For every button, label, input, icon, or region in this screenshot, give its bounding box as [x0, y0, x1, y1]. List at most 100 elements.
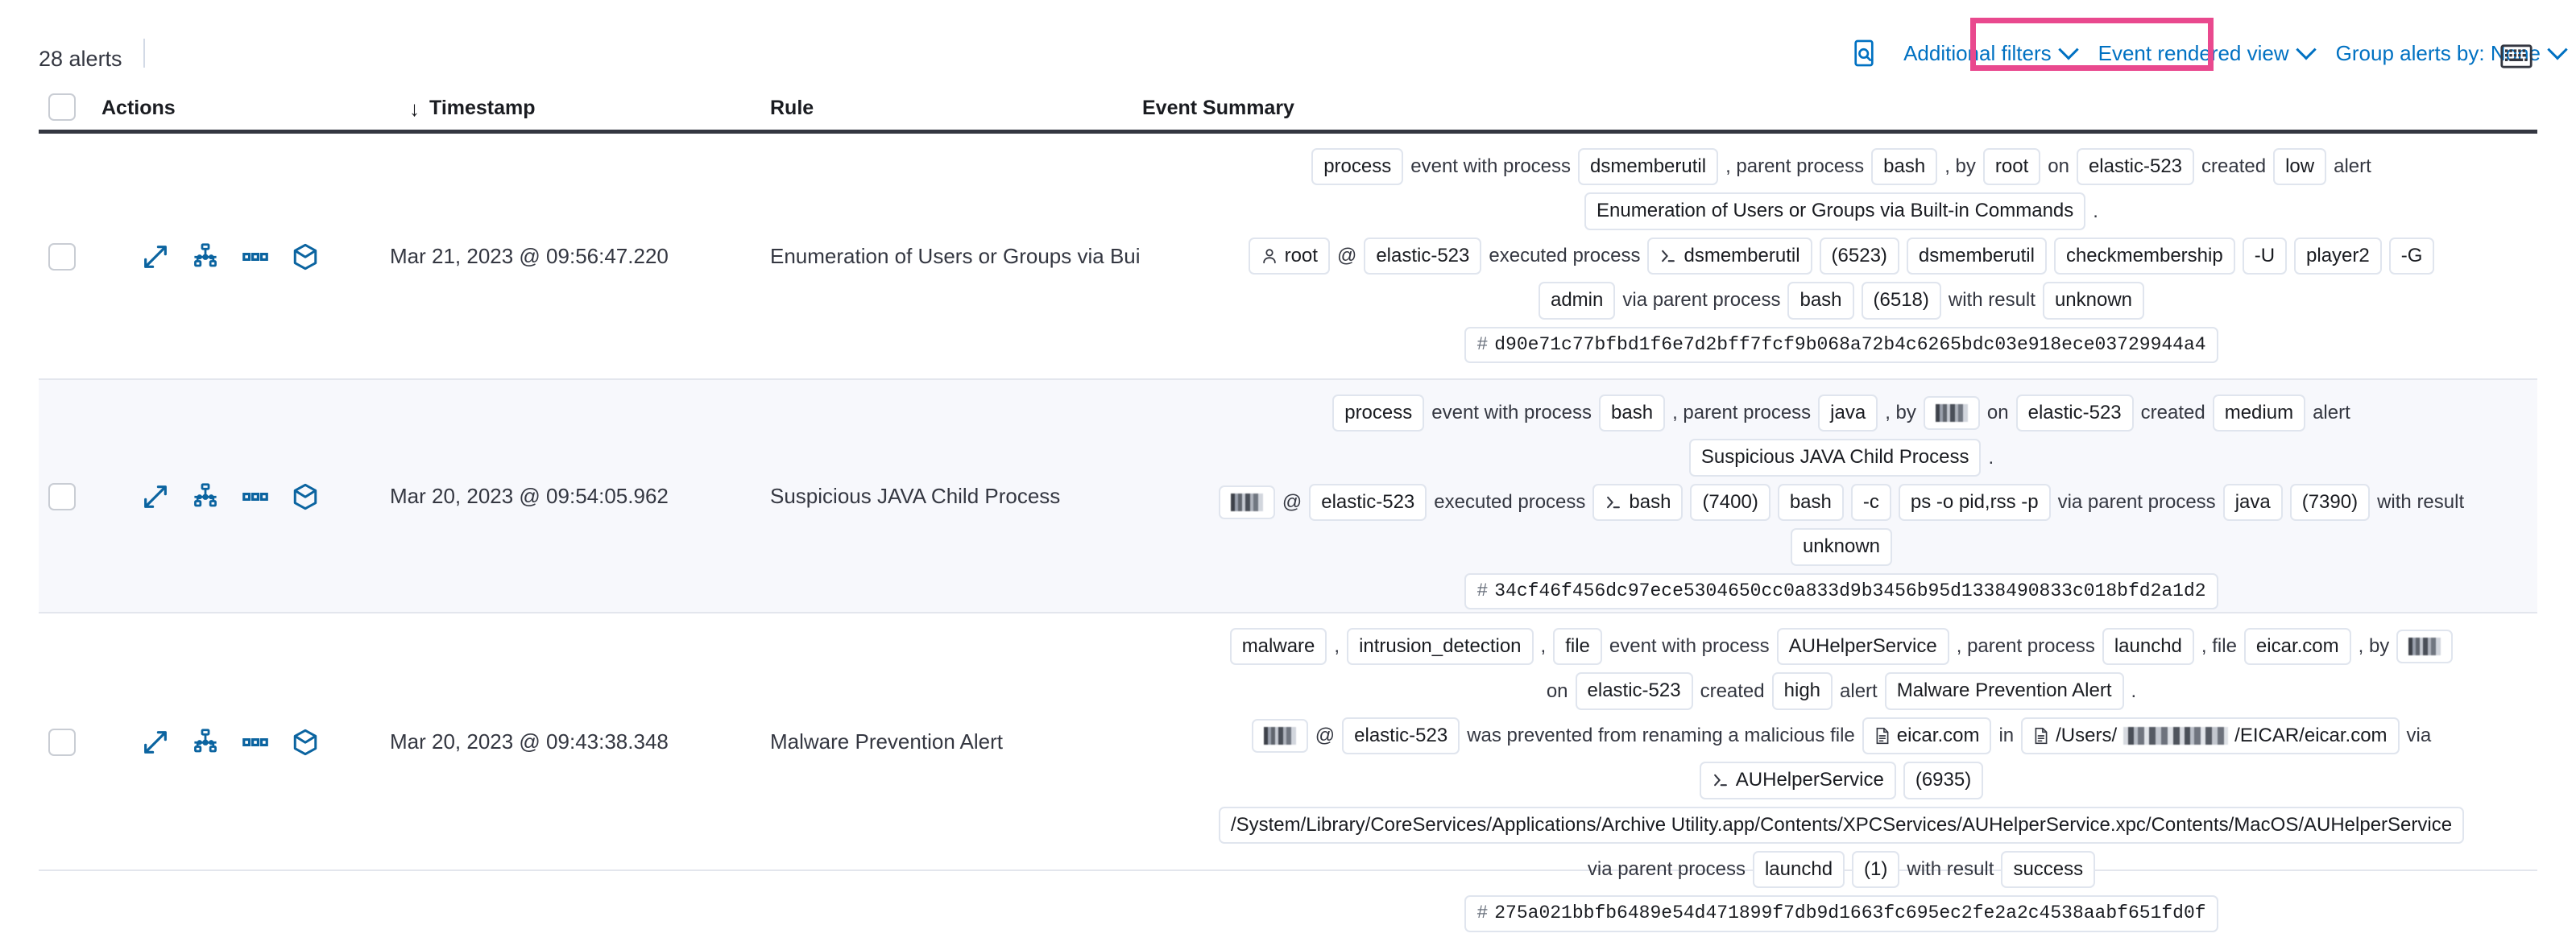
field-value-chip[interactable]: bash	[1787, 282, 1854, 320]
field-value-chip[interactable]: elastic-523	[1342, 717, 1460, 755]
field-value-chip[interactable]: /System/Library/CoreServices/Application…	[1218, 806, 2465, 844]
field-value-chip[interactable]: launchd	[2102, 628, 2194, 666]
summary-text: executed process	[1489, 244, 1641, 266]
field-value-chip[interactable]: admin	[1538, 282, 1616, 320]
session-view-icon[interactable]	[292, 243, 319, 271]
field-value-chip[interactable]: bash	[1599, 394, 1666, 432]
field-value-chip[interactable]: dsmemberutil	[1906, 237, 2047, 275]
field-value-chip[interactable]: bash	[1777, 483, 1844, 522]
expand-alert-details-icon[interactable]	[142, 243, 169, 271]
field-value-chip[interactable]: /Users//EICAR/eicar.com	[2021, 717, 2400, 755]
more-actions-icon[interactable]	[242, 243, 269, 271]
analyze-event-icon[interactable]	[192, 243, 219, 271]
row-rule-name[interactable]: Enumeration of Users or Groups via Bui	[770, 244, 1141, 268]
field-value-chip[interactable]: bash	[1592, 483, 1684, 522]
field-value-chip[interactable]: dsmemberutil	[1578, 148, 1719, 186]
field-value-chip[interactable]: player2	[2294, 237, 2382, 275]
chip-label: elastic-523	[1587, 679, 1681, 702]
additional-filters-button[interactable]: Additional filters	[1892, 36, 2087, 70]
hash-chip[interactable]: #275a021bbfb6489e54d471899f7db9d1663fc69…	[1464, 895, 2218, 932]
more-actions-icon[interactable]	[242, 483, 269, 510]
column-header-rule[interactable]: Rule	[770, 97, 814, 119]
event-rendered-view-button[interactable]: Event rendered view	[2087, 36, 2325, 70]
column-header-actions[interactable]: Actions	[101, 97, 176, 119]
chip-label: success	[2013, 857, 2084, 880]
analyze-event-icon[interactable]	[192, 483, 219, 510]
field-value-chip[interactable]: low	[2273, 148, 2327, 186]
field-value-chip[interactable]: java	[2222, 483, 2283, 522]
field-value-chip[interactable]: eicar.com	[2243, 628, 2351, 666]
field-value-chip[interactable]: elastic-523	[1364, 237, 1482, 275]
field-value-chip[interactable]	[1218, 485, 1275, 519]
field-value-chip[interactable]: dsmemberutil	[1647, 237, 1812, 275]
analyze-event-icon[interactable]	[192, 729, 219, 756]
field-value-chip[interactable]: launchd	[1752, 850, 1845, 889]
row-select-checkbox[interactable]	[48, 729, 76, 756]
select-all-checkbox[interactable]	[48, 93, 76, 121]
chevron-down-icon	[2295, 39, 2317, 60]
field-value-chip[interactable]: Malware Prevention Alert	[1884, 672, 2124, 710]
row-rule-name[interactable]: Malware Prevention Alert	[770, 729, 1004, 754]
row-actions	[142, 483, 319, 510]
field-value-chip[interactable]: malware	[1229, 628, 1327, 666]
field-value-chip[interactable]: process	[1332, 394, 1425, 432]
field-value-chip[interactable]: root	[1248, 237, 1330, 275]
field-value-chip[interactable]: elastic-523	[2076, 148, 2195, 186]
field-value-chip[interactable]: root	[1982, 148, 2041, 186]
field-value-chip[interactable]: elastic-523	[1575, 672, 1693, 710]
group-alerts-by-button[interactable]: Group alerts by: None	[2325, 36, 2576, 70]
chip-label: (7390)	[2301, 490, 2359, 513]
expand-alert-details-icon[interactable]	[142, 483, 169, 510]
hash-chip[interactable]: #34cf46f456dc97ece5304650cc0a833d9b3456b…	[1464, 572, 2218, 609]
field-value-chip[interactable]	[1923, 396, 1980, 431]
field-value-chip[interactable]	[1251, 718, 1308, 753]
field-value-chip[interactable]: elastic-523	[2015, 394, 2134, 432]
field-value-chip[interactable]: Enumeration of Users or Groups via Built…	[1584, 192, 2086, 230]
field-value-chip[interactable]: file	[1553, 628, 1602, 666]
row-select-checkbox[interactable]	[48, 483, 76, 510]
expand-alert-details-icon[interactable]	[142, 729, 169, 756]
field-value-chip[interactable]: success	[2001, 850, 2096, 889]
redacted-value	[1263, 726, 1296, 745]
field-value-chip[interactable]: (6518)	[1861, 282, 1941, 320]
field-value-chip[interactable]: eicar.com	[1862, 717, 1992, 755]
field-value-chip[interactable]: Suspicious JAVA Child Process	[1688, 439, 1982, 477]
field-value-chip[interactable]: (6935)	[1903, 762, 1984, 799]
field-value-chip[interactable]: checkmembership	[2053, 237, 2235, 275]
field-value-chip[interactable]: -G	[2388, 237, 2435, 275]
row-select-checkbox[interactable]	[48, 243, 76, 271]
row-rule-name[interactable]: Suspicious JAVA Child Process	[770, 484, 1061, 508]
field-value-chip[interactable]: ps -o pid,rss -p	[1898, 483, 2051, 522]
column-header-event-summary[interactable]: Event Summary	[1142, 97, 1294, 119]
field-value-chip[interactable]: (6523)	[1819, 237, 1899, 275]
session-view-icon[interactable]	[292, 729, 319, 756]
field-value-chip[interactable]: unknown	[2042, 282, 2145, 320]
field-value-chip[interactable]	[2396, 630, 2454, 664]
field-value-chip[interactable]: high	[1771, 672, 1833, 710]
field-value-chip[interactable]: elastic-523	[1309, 483, 1427, 522]
field-value-chip[interactable]: (7390)	[2289, 483, 2371, 522]
hash-chip[interactable]: #d90e71c77bfbd1f6e7d2bff7fcf9b068a72b4c6…	[1464, 326, 2218, 363]
field-value-chip[interactable]: (7400)	[1690, 483, 1770, 522]
field-value-chip[interactable]: java	[1818, 394, 1878, 432]
session-view-icon[interactable]	[292, 483, 319, 510]
field-value-chip[interactable]: -c	[1850, 483, 1891, 522]
document-search-icon[interactable]	[1847, 36, 1881, 70]
more-actions-icon[interactable]	[242, 729, 269, 756]
field-value-chip[interactable]: intrusion_detection	[1347, 628, 1534, 666]
field-value-chip[interactable]: -U	[2242, 237, 2288, 275]
field-value-chip[interactable]: bash	[1871, 148, 1938, 186]
field-value-chip[interactable]: medium	[2212, 394, 2306, 432]
hash-symbol: #	[1476, 580, 1489, 601]
field-value-chip[interactable]: process	[1311, 148, 1404, 186]
column-header-timestamp[interactable]: ↓ Timestamp	[409, 97, 536, 120]
summary-text: .	[2131, 679, 2137, 702]
field-value-chip[interactable]: (1)	[1852, 850, 1900, 889]
field-value-chip[interactable]: AUHelperService	[1776, 628, 1949, 666]
keyboard-icon[interactable]	[2500, 44, 2533, 68]
field-value-chip[interactable]: AUHelperService	[1699, 762, 1896, 799]
field-value-chip[interactable]: unknown	[1790, 528, 1893, 566]
